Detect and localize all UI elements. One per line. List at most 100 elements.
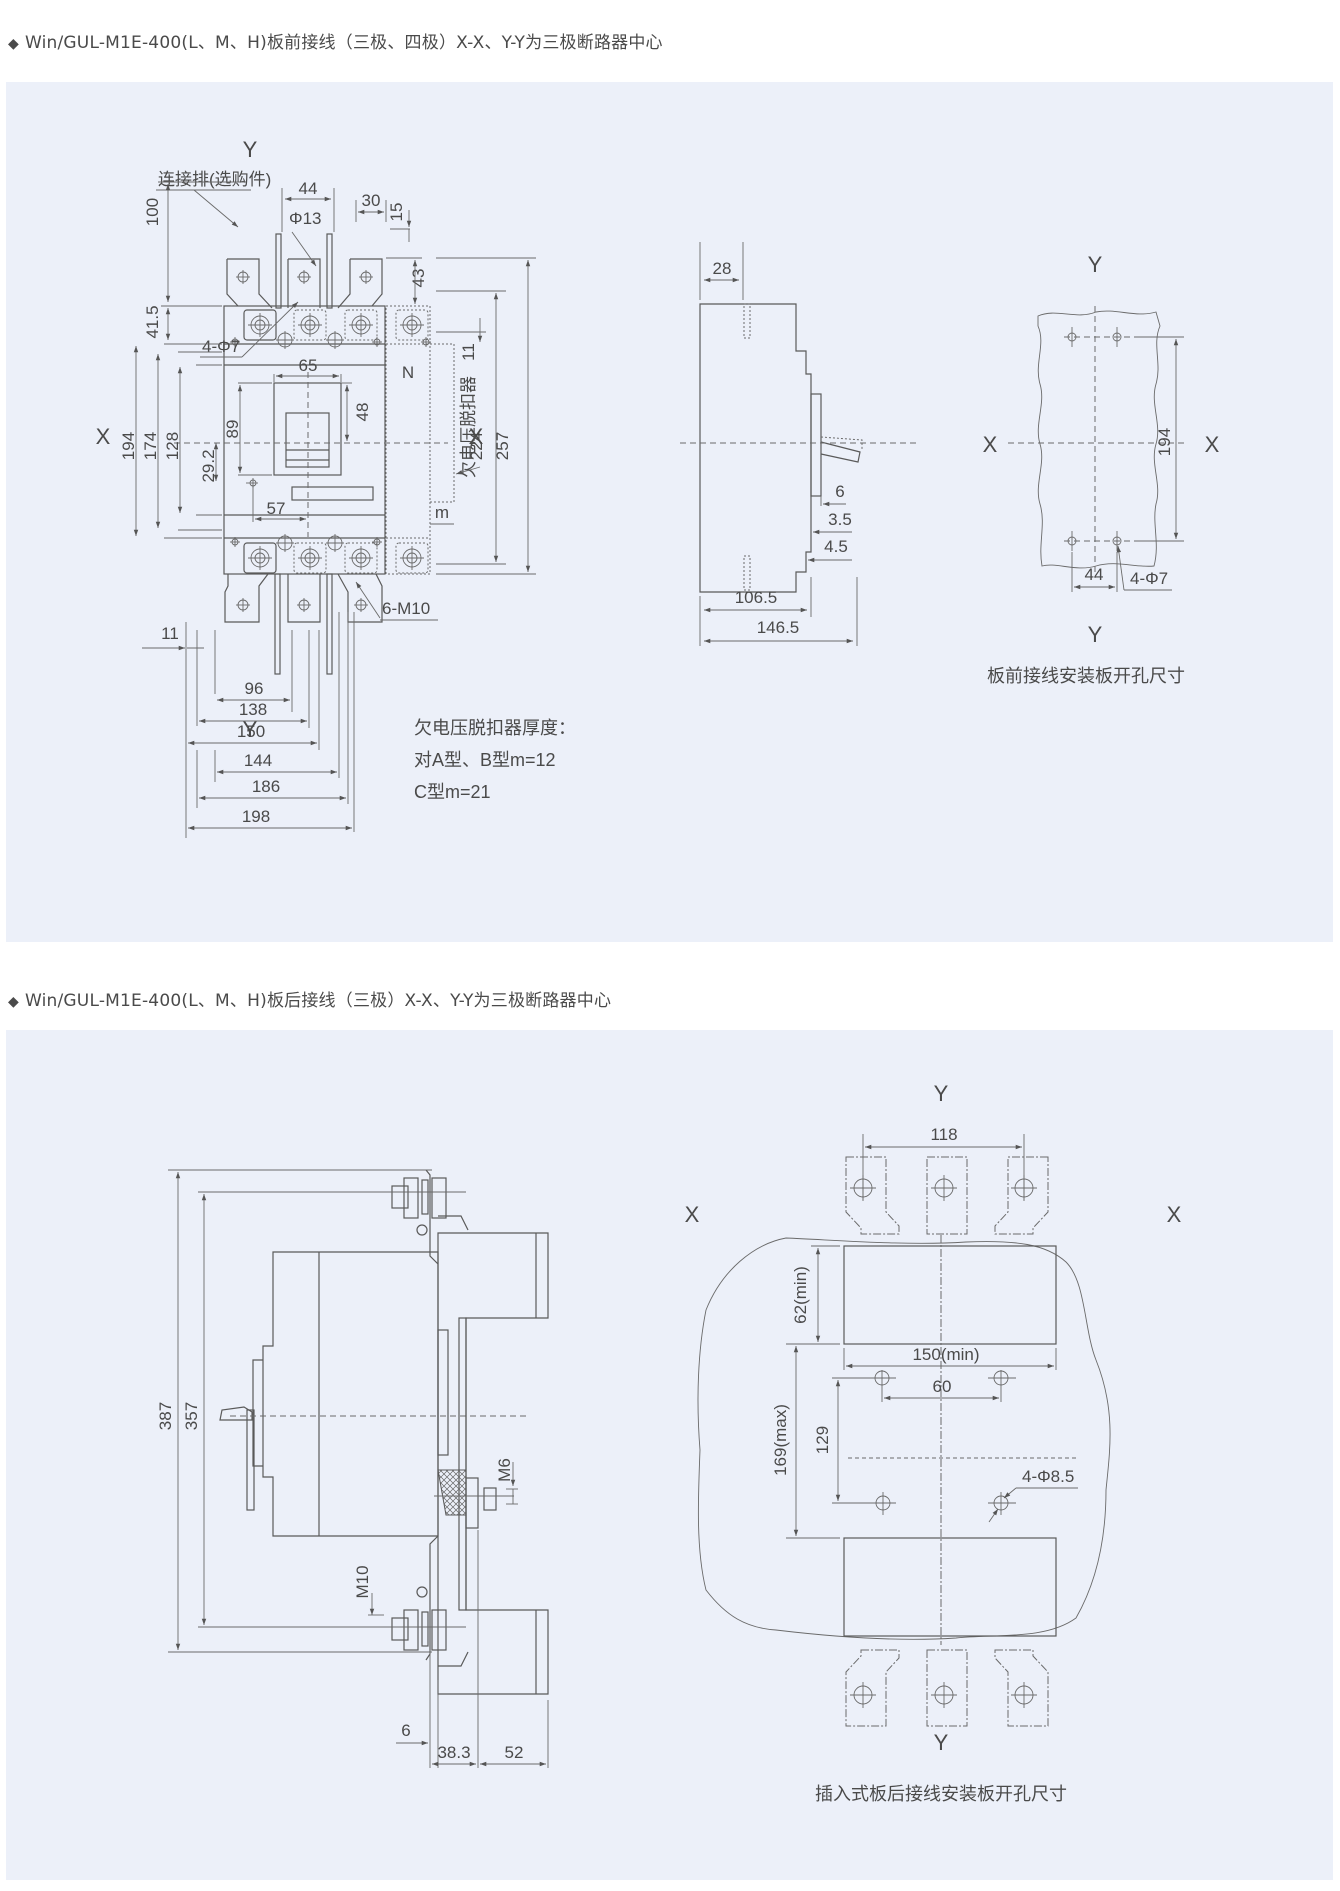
rear-side-view: 387 357 M6 M10 6 38.3 52 bbox=[156, 1169, 549, 1768]
rear-cutout-caption: 插入式板后接线安装板开孔尺寸 bbox=[815, 1784, 1067, 1804]
top-bolt bbox=[198, 1169, 469, 1265]
dim-28: 28 bbox=[713, 259, 732, 278]
dim-15: 15 bbox=[387, 203, 406, 222]
uv-release-outline bbox=[429, 343, 455, 503]
dim-60: 60 bbox=[933, 1377, 952, 1396]
dim-6-rear: 6 bbox=[401, 1721, 410, 1740]
section-title-text: Win/GUL-M1E-400(L、M、H)板后接线（三极）X-X、Y-Y为三极… bbox=[24, 991, 612, 1011]
dim-174: 174 bbox=[141, 432, 160, 460]
dim-100: 100 bbox=[143, 198, 162, 226]
nameplate bbox=[291, 486, 374, 501]
dim-150-min: 150(min) bbox=[912, 1345, 979, 1364]
cutout-dim-44: 44 bbox=[1085, 565, 1104, 584]
bottom-bolt bbox=[198, 1535, 469, 1667]
neutral-pole bbox=[385, 305, 431, 575]
dim-48: 48 bbox=[353, 403, 372, 422]
dim-106-5: 106.5 bbox=[735, 588, 778, 607]
axis-label-y-bottom: Y bbox=[243, 717, 258, 742]
dim-44-top: 44 bbox=[299, 179, 318, 198]
section-title-front-wiring: ◆ Win/GUL-M1E-400(L、M、H)板前接线（三极、四极）X-X、Y-… bbox=[8, 28, 663, 53]
rear-plate-outline bbox=[697, 1237, 1111, 1640]
handle bbox=[285, 412, 330, 468]
rear-cutout-axis-y-top: Y bbox=[934, 1081, 949, 1106]
lower-cutout bbox=[843, 1537, 1057, 1637]
cutout-axis-y-top: Y bbox=[1088, 252, 1103, 277]
axis-label-x-left: X bbox=[96, 424, 111, 449]
rear-cutout-axis-y-bottom: Y bbox=[934, 1730, 949, 1755]
dim-11-left: 11 bbox=[161, 624, 179, 643]
dim-128: 128 bbox=[163, 432, 182, 460]
label-m6: M6 bbox=[495, 1458, 514, 1482]
drawing-panel-front-wiring: Y Y X X bbox=[6, 82, 1333, 942]
dim-118: 118 bbox=[930, 1125, 957, 1144]
connector-bars-bottom bbox=[224, 573, 383, 675]
side-view: 28 6 3.5 4.5 106.5 146.5 bbox=[680, 242, 920, 646]
callout-connector: 连接排(选购件) bbox=[158, 170, 271, 189]
dim-11-right: 11 bbox=[459, 343, 478, 361]
dim-224: 224 bbox=[467, 432, 486, 460]
dim-52: 52 bbox=[505, 1743, 524, 1762]
diamond-icon: ◆ bbox=[8, 36, 19, 52]
rear-cutout-axis-x-right: X bbox=[1167, 1202, 1182, 1227]
dim-186: 186 bbox=[252, 777, 280, 796]
section-title-text: Win/GUL-M1E-400(L、M、H)板前接线（三极、四极）X-X、Y-Y… bbox=[24, 33, 663, 53]
uv-note-line1: 欠电压脱扣器厚度： bbox=[414, 718, 576, 738]
cutout-axis-y-bottom: Y bbox=[1088, 622, 1103, 647]
dim-43: 43 bbox=[409, 269, 428, 288]
callout-neutral: N bbox=[402, 363, 414, 382]
callout-terminal-screws: 6-M10 bbox=[382, 599, 430, 618]
dim-257: 257 bbox=[493, 432, 512, 460]
rear-bottom-terminals bbox=[845, 1649, 1049, 1727]
section-title-rear-wiring: ◆ Win/GUL-M1E-400(L、M、H)板后接线（三极）X-X、Y-Y为三… bbox=[8, 986, 611, 1011]
front-view: Y Y X X bbox=[96, 137, 536, 838]
top-terminals bbox=[230, 309, 431, 349]
rear-cutout-view: Y Y X X bbox=[685, 1081, 1182, 1804]
dim-387: 387 bbox=[156, 1402, 175, 1430]
uv-release-note: 欠电压脱扣器厚度： 对A型、B型m=12 C型m=21 bbox=[414, 718, 576, 802]
diamond-icon: ◆ bbox=[8, 994, 19, 1010]
dim-96: 96 bbox=[245, 679, 264, 698]
dim-89: 89 bbox=[223, 420, 242, 439]
rear-top-terminals bbox=[845, 1156, 1049, 1235]
dim-138: 138 bbox=[239, 700, 267, 719]
dim-4-5: 4.5 bbox=[824, 537, 848, 556]
breaker-body bbox=[223, 305, 386, 575]
dim-62-min: 62(min) bbox=[791, 1266, 810, 1324]
uv-note-line3: C型m=21 bbox=[414, 782, 491, 802]
cutout-caption: 板前接线安装板开孔尺寸 bbox=[987, 666, 1185, 686]
dim-129: 129 bbox=[813, 1426, 832, 1454]
uv-note-line2: 对A型、B型m=12 bbox=[414, 750, 556, 770]
cutout-axis-x-right: X bbox=[1205, 432, 1220, 457]
dim-57: 57 bbox=[267, 499, 286, 518]
cutout-dim-194: 194 bbox=[1155, 428, 1174, 456]
insulator-hatch bbox=[437, 1469, 467, 1516]
rear-breaker-body bbox=[262, 1251, 439, 1537]
cutout-plate-outline bbox=[1037, 310, 1161, 569]
callout-m: m bbox=[435, 503, 449, 522]
dim-41-5: 41.5 bbox=[143, 305, 162, 338]
dim-6-side: 6 bbox=[835, 482, 844, 501]
dim-150: 150 bbox=[237, 722, 265, 741]
rear-terminal-housing bbox=[437, 1232, 549, 1695]
front-wiring-drawing: Y Y X X bbox=[96, 137, 1220, 838]
dim-169-max: 169(max) bbox=[771, 1404, 790, 1476]
upper-cutout bbox=[843, 1245, 1057, 1345]
callout-hole-dia: Φ13 bbox=[289, 209, 321, 228]
rear-wiring-drawing: 387 357 M6 M10 6 38.3 52 Y Y X X bbox=[156, 1081, 1182, 1804]
callout-uv-release: 欠电压脱扣器 bbox=[459, 376, 478, 478]
dim-3-5: 3.5 bbox=[828, 510, 852, 529]
bottom-terminals bbox=[230, 478, 429, 574]
dim-194-front: 194 bbox=[119, 432, 138, 460]
dim-357: 357 bbox=[182, 1402, 201, 1430]
rear-holes-label: 4-Φ8.5 bbox=[1022, 1467, 1074, 1486]
cutout-axis-x-left: X bbox=[983, 432, 998, 457]
panel-cutout-view: Y Y X X 194 44 4-Φ7 板前接线安装板开孔尺寸 bbox=[983, 252, 1220, 686]
label-m10: M10 bbox=[353, 1565, 372, 1598]
cutout-holes-label: 4-Φ7 bbox=[1130, 569, 1168, 588]
side-handle-plate bbox=[810, 393, 822, 497]
dim-30: 30 bbox=[362, 191, 381, 210]
rear-cutout-axis-x-left: X bbox=[685, 1202, 700, 1227]
callout-mount-holes: 4-Φ7 bbox=[202, 337, 240, 356]
dim-38-3: 38.3 bbox=[437, 1743, 470, 1762]
drawing-panel-rear-wiring: 387 357 M6 M10 6 38.3 52 Y Y X X bbox=[6, 1030, 1333, 1880]
